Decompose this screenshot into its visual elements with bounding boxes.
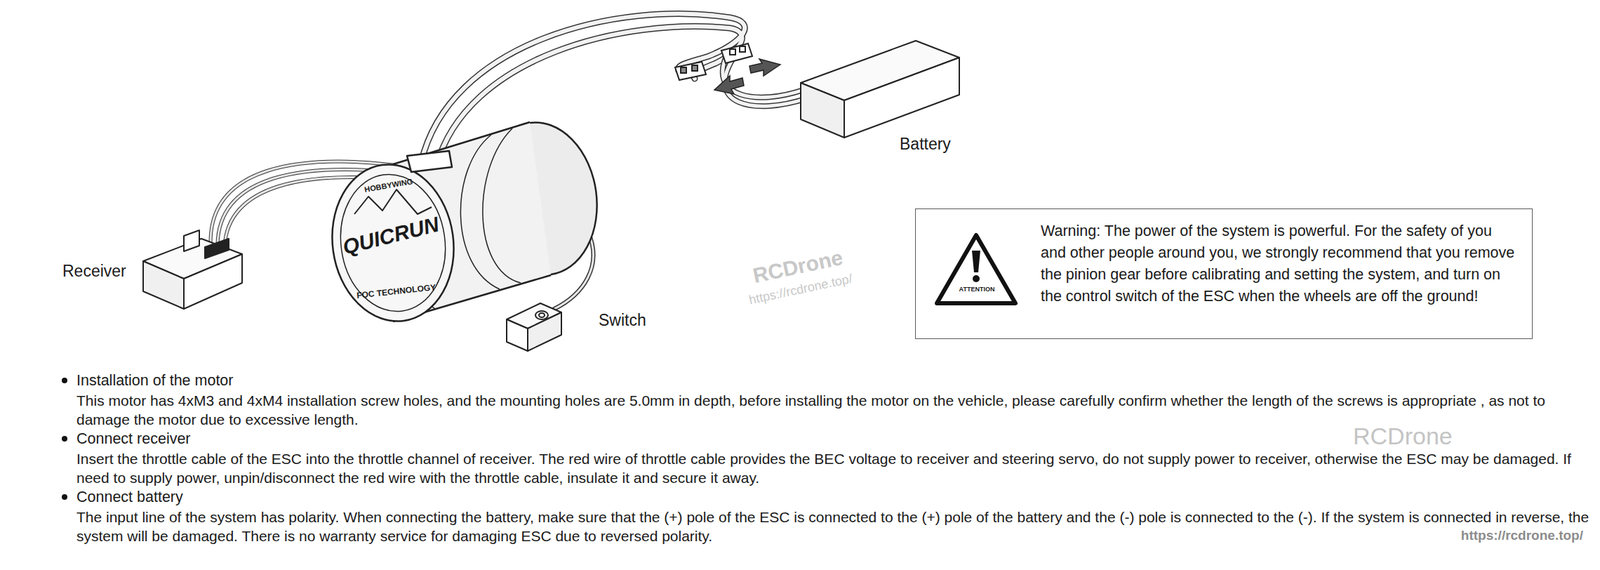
- battery-pack: [844, 57, 960, 138]
- battery-pack: [800, 40, 960, 138]
- esc-connector: [680, 67, 687, 73]
- battery-connector: [721, 43, 753, 64]
- receiver-box: [143, 230, 243, 309]
- battery-connector: [739, 46, 746, 52]
- part-label: Battery: [899, 134, 951, 155]
- section-body: The input line of the system has polarit…: [76, 508, 1590, 546]
- esc-connector: [675, 61, 706, 80]
- part-label: Switch: [598, 310, 647, 331]
- attention-sign: [972, 275, 980, 283]
- section-heading: Connect battery: [76, 487, 184, 507]
- motor: [407, 150, 452, 172]
- battery-connector: [729, 49, 736, 55]
- motor: [460, 134, 500, 290]
- watermark: https://rcdrone.top/: [1461, 527, 1584, 544]
- battery-connector: [721, 43, 753, 64]
- switch-box: [535, 310, 549, 320]
- section-heading: Installation of the motor: [76, 371, 233, 391]
- watermark: RCDrone: [1352, 423, 1453, 449]
- bullet-dot: [61, 435, 68, 442]
- attention-sign: [936, 235, 1016, 304]
- section-heading: Connect receiver: [76, 429, 191, 449]
- receiver-box: [143, 261, 184, 309]
- motor: [331, 167, 455, 319]
- receiver-box: [183, 254, 243, 309]
- insert-arrow: [714, 75, 744, 95]
- esc-connector: [691, 65, 698, 71]
- part-label: Receiver: [62, 261, 127, 282]
- section-body: Insert the throttle cable of the ESC int…: [76, 449, 1590, 488]
- receiver-box: [183, 230, 200, 252]
- battery-lead: [722, 56, 804, 98]
- motor: [322, 115, 607, 330]
- motor: [482, 128, 521, 283]
- battery-lead: [722, 56, 804, 98]
- warning-text: Warning: The power of the system is powe…: [1040, 220, 1518, 308]
- switch-box: [538, 312, 545, 318]
- esc-connector: [675, 61, 706, 80]
- bullet-dot: [61, 494, 68, 500]
- switch-box: [506, 319, 528, 351]
- warning-box: ATTENTION Warning: The power of the syste…: [915, 208, 1533, 339]
- attention-sign: [936, 235, 1016, 304]
- receiver-box: [204, 238, 229, 259]
- insert-arrow: [749, 58, 781, 76]
- attention-label: ATTENTION: [959, 285, 996, 294]
- insert-arrow: [714, 58, 781, 95]
- bullet-dot: [61, 377, 68, 384]
- motor: [322, 156, 464, 330]
- attention-sign: [971, 250, 981, 273]
- switch-box: [506, 303, 562, 351]
- battery-pack: [800, 82, 845, 138]
